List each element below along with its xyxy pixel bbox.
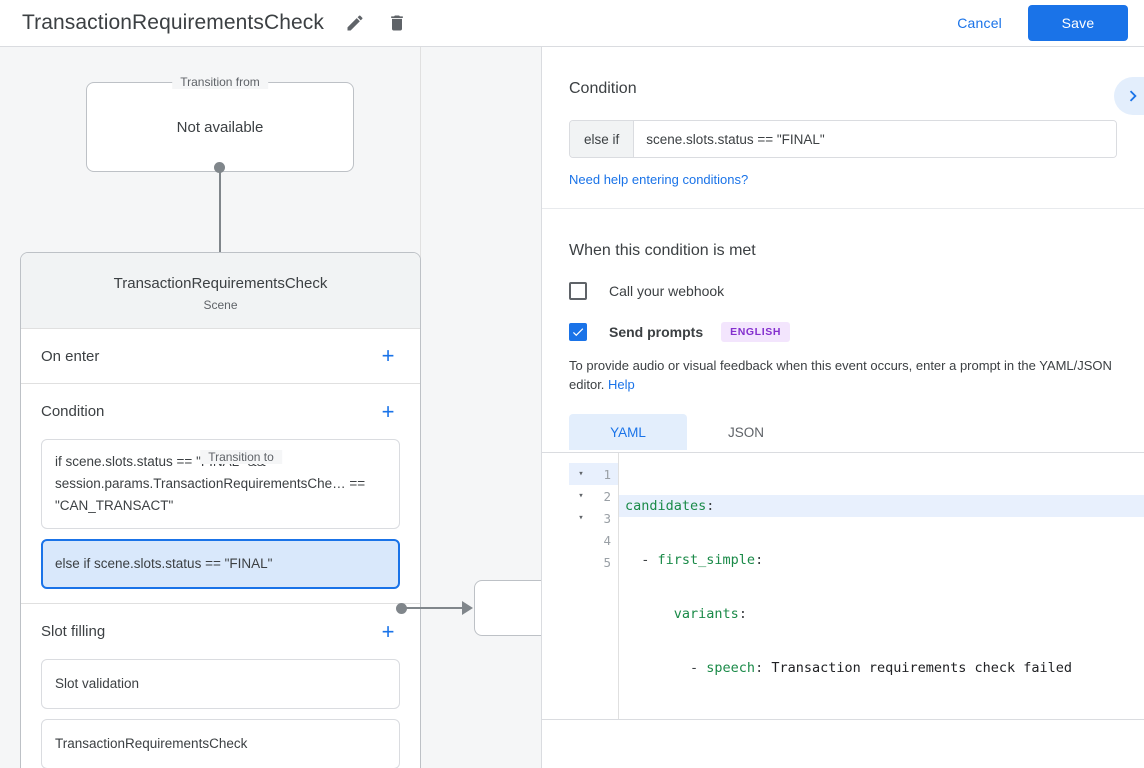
when-met-heading: When this condition is met xyxy=(569,242,756,259)
section-on-enter: On enter + xyxy=(21,329,420,384)
condition-input-row[interactable]: else if scene.slots.status == "FINAL" xyxy=(569,120,1117,158)
transition-to-header: TransactionRequirementsCheck Scene xyxy=(21,253,420,329)
prompts-help-link[interactable]: Help xyxy=(608,377,635,392)
panel-divider xyxy=(542,208,1144,209)
line-number-3: 3 xyxy=(603,510,611,526)
code-indent-3 xyxy=(625,606,674,622)
condition-card-2-selected[interactable]: else if scene.slots.status == "FINAL" xyxy=(41,539,400,589)
line-number-5: 5 xyxy=(603,554,611,570)
code-key-2: first_simple xyxy=(657,552,756,568)
code-colon-2: : xyxy=(755,552,764,568)
panel-condition-heading: Condition xyxy=(569,80,637,97)
transition-from-legend: Transition from xyxy=(172,75,268,89)
pencil-icon xyxy=(345,13,365,33)
gutter-row-3: ▾ 3 xyxy=(569,507,618,529)
section-on-enter-label: On enter xyxy=(41,347,100,365)
gutter-row-5: 5 xyxy=(569,551,618,573)
gutter-row-4: 4 xyxy=(569,529,618,551)
code-key-4: speech xyxy=(706,660,756,676)
code-indent-4: - xyxy=(625,660,707,676)
code-colon-4: : xyxy=(755,660,764,676)
send-prompts-row[interactable]: Send prompts ENGLISH xyxy=(569,322,1117,342)
prompts-description: To provide audio or visual feedback when… xyxy=(569,356,1117,394)
code-colon-3: : xyxy=(738,606,747,622)
tab-json[interactable]: JSON xyxy=(727,424,764,440)
connector-arrowhead-right xyxy=(462,601,473,615)
transition-to-subtitle: Scene xyxy=(203,298,238,312)
app-header: TransactionRequirementsCheck Cancel Save xyxy=(0,0,1144,47)
transition-to-title: TransactionRequirementsCheck xyxy=(113,275,328,292)
language-badge: ENGLISH xyxy=(721,322,790,342)
cancel-button[interactable]: Cancel xyxy=(945,7,1014,39)
section-slot-filling: Slot filling + xyxy=(21,604,420,659)
condition-expression-input[interactable]: scene.slots.status == "FINAL" xyxy=(634,121,1116,157)
line-number-1: 1 xyxy=(603,466,611,482)
flow-canvas-inner: Transition from Not available Transition… xyxy=(0,47,541,768)
code-key-1: candidates xyxy=(625,498,707,514)
save-button[interactable]: Save xyxy=(1028,5,1128,41)
panel-when-met-section: When this condition is met Call your web… xyxy=(542,209,1144,720)
delete-button[interactable] xyxy=(382,8,412,38)
slot-filling-list: Slot validation TransactionRequirementsC… xyxy=(21,659,420,768)
code-line-1: candidates: xyxy=(619,495,1144,517)
gutter-row-2: ▾ 2 xyxy=(569,485,618,507)
section-slot-filling-label: Slot filling xyxy=(41,623,106,640)
condition-list: if scene.slots.status == "FINAL" && sess… xyxy=(21,439,420,604)
line-number-2: 2 xyxy=(603,488,611,504)
trash-icon xyxy=(387,13,407,33)
code-key-3: variants xyxy=(673,606,739,622)
tab-yaml[interactable]: YAML xyxy=(569,414,687,450)
expand-panel-button[interactable] xyxy=(1114,77,1144,115)
code-line-4: - speech: Transaction requirements check… xyxy=(619,657,1144,679)
call-webhook-label: Call your webhook xyxy=(609,283,725,299)
add-condition-button[interactable]: + xyxy=(381,398,395,424)
slot-filling-card-2[interactable]: TransactionRequirementsCheck xyxy=(41,719,400,768)
connector-dot-right xyxy=(396,603,407,614)
edit-title-button[interactable] xyxy=(340,8,370,38)
transition-to-legend: Transition to xyxy=(200,450,282,464)
code-editor[interactable]: ▾ 1 ▾ 2 ▾ 3 4 xyxy=(542,452,1144,720)
webhook-row[interactable]: Call your webhook xyxy=(569,282,1117,300)
code-line-3: variants: xyxy=(619,603,1144,625)
code-line-5 xyxy=(619,711,1144,719)
code-colon-1: : xyxy=(706,498,715,514)
gutter-row-1: ▾ 1 xyxy=(569,463,618,485)
send-prompts-label: Send prompts xyxy=(609,324,704,340)
section-condition: Condition + xyxy=(21,384,420,439)
code-line-2: - first_simple: xyxy=(619,549,1144,571)
slot-filling-card-1[interactable]: Slot validation xyxy=(41,659,400,709)
fold-triangle-icon-1[interactable]: ▾ xyxy=(578,469,584,479)
editor-code-area[interactable]: candidates: - first_simple: variants: - … xyxy=(619,453,1144,719)
target-node-partial[interactable] xyxy=(474,580,541,636)
fold-triangle-icon-3[interactable]: ▾ xyxy=(578,513,584,523)
flow-canvas[interactable]: Transition from Not available Transition… xyxy=(0,47,541,768)
send-prompts-checkbox[interactable] xyxy=(569,323,587,341)
call-webhook-checkbox[interactable] xyxy=(569,282,587,300)
condition-prefix: else if xyxy=(570,121,635,157)
transition-from-node[interactable]: Transition from Not available xyxy=(86,75,354,172)
chevron-right-icon xyxy=(1122,85,1144,107)
connector-dot-top xyxy=(214,162,225,173)
prompts-description-text: To provide audio or visual feedback when… xyxy=(569,358,1112,392)
code-value-4: Transaction requirements check failed xyxy=(763,660,1073,676)
page-title: TransactionRequirementsCheck xyxy=(22,11,324,34)
checkmark-icon xyxy=(571,325,585,339)
details-panel: Condition else if scene.slots.status == … xyxy=(541,47,1144,768)
editor-format-tabs: YAML JSON xyxy=(569,414,1117,450)
add-slot-filling-button[interactable]: + xyxy=(381,618,395,644)
connector-line-horizontal xyxy=(405,607,467,609)
line-number-4: 4 xyxy=(603,532,611,548)
connector-line-vertical xyxy=(219,169,221,259)
add-on-enter-button[interactable]: + xyxy=(381,343,395,368)
transition-from-value: Not available xyxy=(176,118,264,136)
panel-condition-section: Condition else if scene.slots.status == … xyxy=(542,47,1144,209)
section-condition-label: Condition xyxy=(41,403,105,420)
code-indent-2: - xyxy=(625,552,658,568)
editor-gutter: ▾ 1 ▾ 2 ▾ 3 4 xyxy=(569,453,619,719)
transition-to-node[interactable]: Transition to TransactionRequirementsChe… xyxy=(20,252,421,768)
fold-triangle-icon-2[interactable]: ▾ xyxy=(578,491,584,501)
condition-help-link[interactable]: Need help entering conditions? xyxy=(569,172,749,187)
